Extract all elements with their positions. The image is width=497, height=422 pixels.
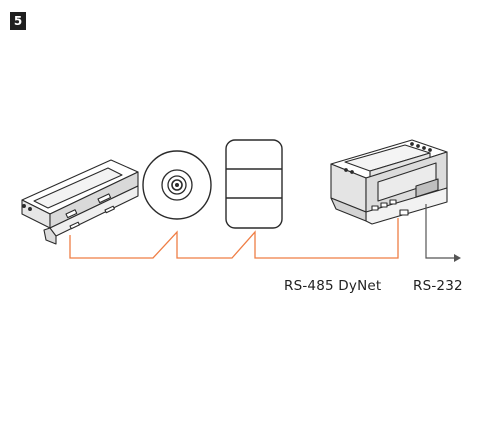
step-number-badge: 5: [10, 12, 26, 30]
rs232-arrow: [425, 204, 461, 262]
round-sensor: [142, 150, 212, 220]
three-button-keypad: [225, 139, 283, 229]
din-rail-module-left: [21, 159, 139, 245]
rs232-label: RS-232: [413, 278, 463, 294]
rs485-dynet-label: RS-485 DyNet: [284, 278, 382, 294]
din-rail-controller: [330, 139, 448, 225]
rs485-cable: [69, 218, 399, 259]
